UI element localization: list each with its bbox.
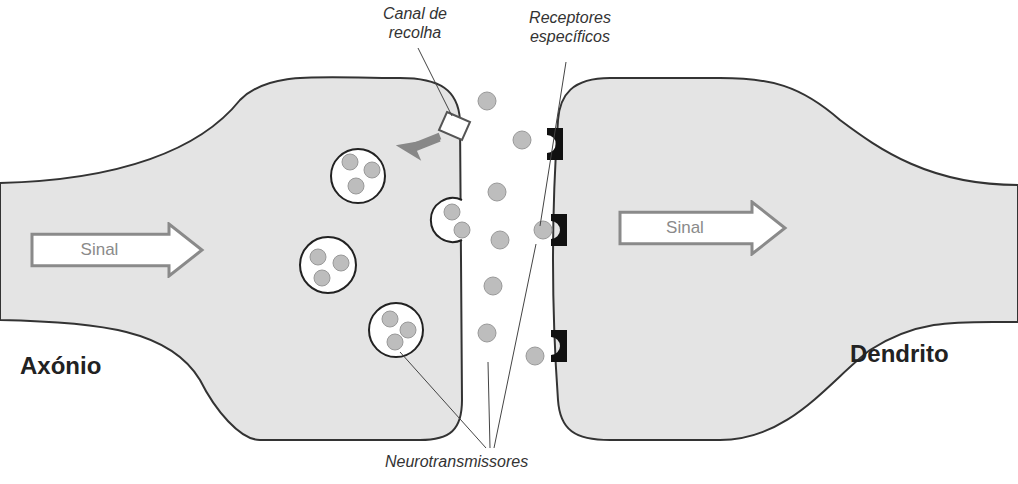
vesicles [300, 149, 423, 357]
axon-terminal [0, 77, 462, 440]
reuptake-channel [400, 112, 470, 157]
leader-lines [400, 48, 566, 448]
part-name: Dendrito [850, 340, 949, 369]
callout-label: Canal de recolha [365, 4, 465, 42]
callout-label: Neurotransmissores [385, 452, 528, 471]
signal-label: Sinal [81, 240, 119, 260]
part-name: Axónio [20, 352, 101, 381]
dendrite [553, 78, 1018, 440]
neurotransmitters [310, 92, 552, 365]
signal-label: Sinal [666, 218, 704, 238]
callout-label: Receptores específicos [505, 8, 635, 46]
signal-arrow: Sinal [30, 222, 205, 278]
signal-arrow: Sinal [618, 200, 788, 256]
